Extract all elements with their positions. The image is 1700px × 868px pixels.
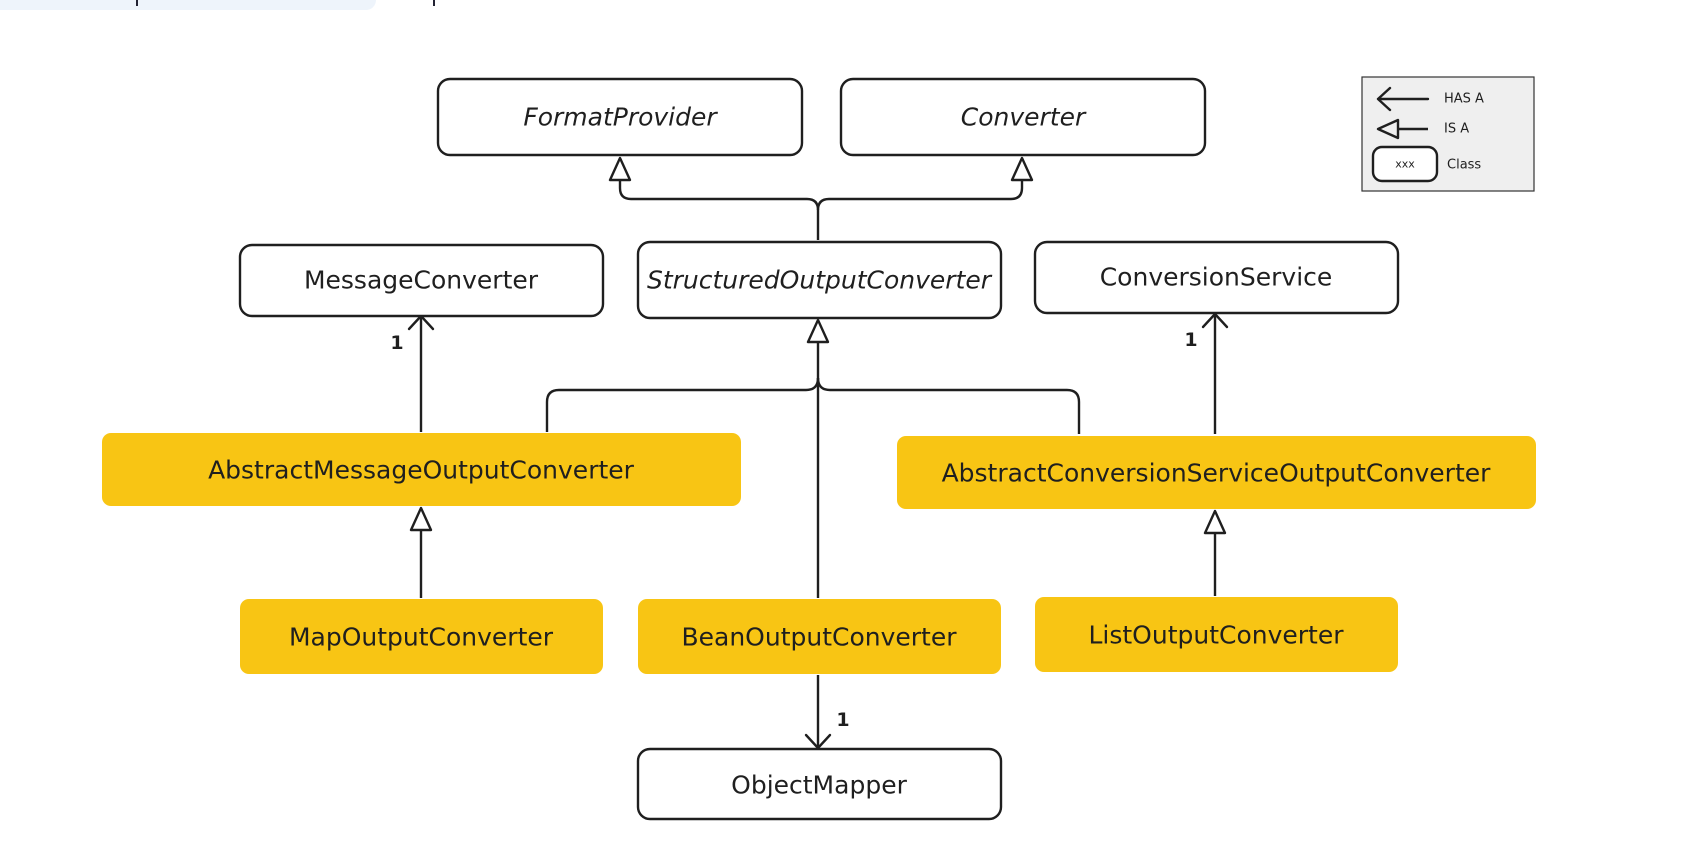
class-box-converter [839, 77, 1207, 157]
multiplicity-message-converter: 1 [390, 332, 403, 354]
legend-class-label: Class [1447, 158, 1481, 173]
top-text-fragment-2 [433, 0, 435, 6]
is-a-line-from-abstract-message-output-converter [545, 377, 820, 432]
multiplicity-object-mapper: 1 [836, 709, 849, 731]
legend-is-a-triangle-icon [1376, 118, 1400, 140]
legend: HAS A IS A xxx Class [1361, 76, 1535, 192]
multiplicity-conversion-service: 1 [1184, 329, 1197, 351]
class-name-message-converter: MessageConverter [304, 266, 539, 295]
class-name-format-provider: FormatProvider [523, 103, 718, 132]
class-box-structured-output-converter [636, 240, 1003, 320]
class-name-list-output-converter: ListOutputConverter [1088, 621, 1344, 650]
legend-has-a-arrow-icon [1376, 86, 1430, 112]
class-box-object-mapper [636, 747, 1003, 821]
class-box-message-converter [238, 243, 605, 318]
class-name-abstract-conversion-service-output-converter: AbstractConversionServiceOutputConverter [942, 459, 1492, 488]
class-box-map-output-converter [240, 599, 603, 674]
is-a-arrowhead-abstract-conversion-service-output-converter [1203, 509, 1227, 535]
top-text-fragment [136, 0, 138, 6]
class-name-structured-output-converter: StructuredOutputConverter [647, 266, 993, 295]
is-a-line-to-converter [816, 180, 1024, 211]
class-name-bean-output-converter: BeanOutputConverter [681, 623, 957, 652]
class-box-format-provider [436, 77, 804, 157]
class-box-conversion-service [1033, 240, 1400, 315]
class-name-converter: Converter [961, 103, 1087, 132]
is-a-line-from-abstract-conversion-service-output-converter [816, 377, 1081, 434]
is-a-arrowhead-abstract-message-output-converter [409, 506, 433, 532]
legend-has-a-label: HAS A [1444, 92, 1484, 107]
class-box-abstract-conversion-service-output-converter [897, 436, 1536, 509]
class-name-map-output-converter: MapOutputConverter [289, 623, 554, 652]
class-box-bean-output-converter [638, 599, 1001, 674]
is-a-arrowhead-converter [1010, 156, 1034, 182]
is-a-line-to-format-provider [618, 180, 820, 240]
class-name-conversion-service: ConversionService [1100, 263, 1333, 292]
legend-is-a-label: IS A [1444, 122, 1469, 137]
legend-class-sample-box [1371, 145, 1439, 183]
top-banner-fragment [0, 0, 376, 10]
class-name-object-mapper: ObjectMapper [731, 771, 907, 800]
is-a-arrowhead-format-provider [608, 156, 632, 182]
class-box-abstract-message-output-converter [102, 433, 741, 506]
class-name-abstract-message-output-converter: AbstractMessageOutputConverter [208, 456, 635, 485]
is-a-arrowhead-structured-output-converter [806, 318, 830, 344]
class-box-list-output-converter [1035, 597, 1398, 672]
legend-class-sample-text: xxx [1395, 158, 1415, 171]
